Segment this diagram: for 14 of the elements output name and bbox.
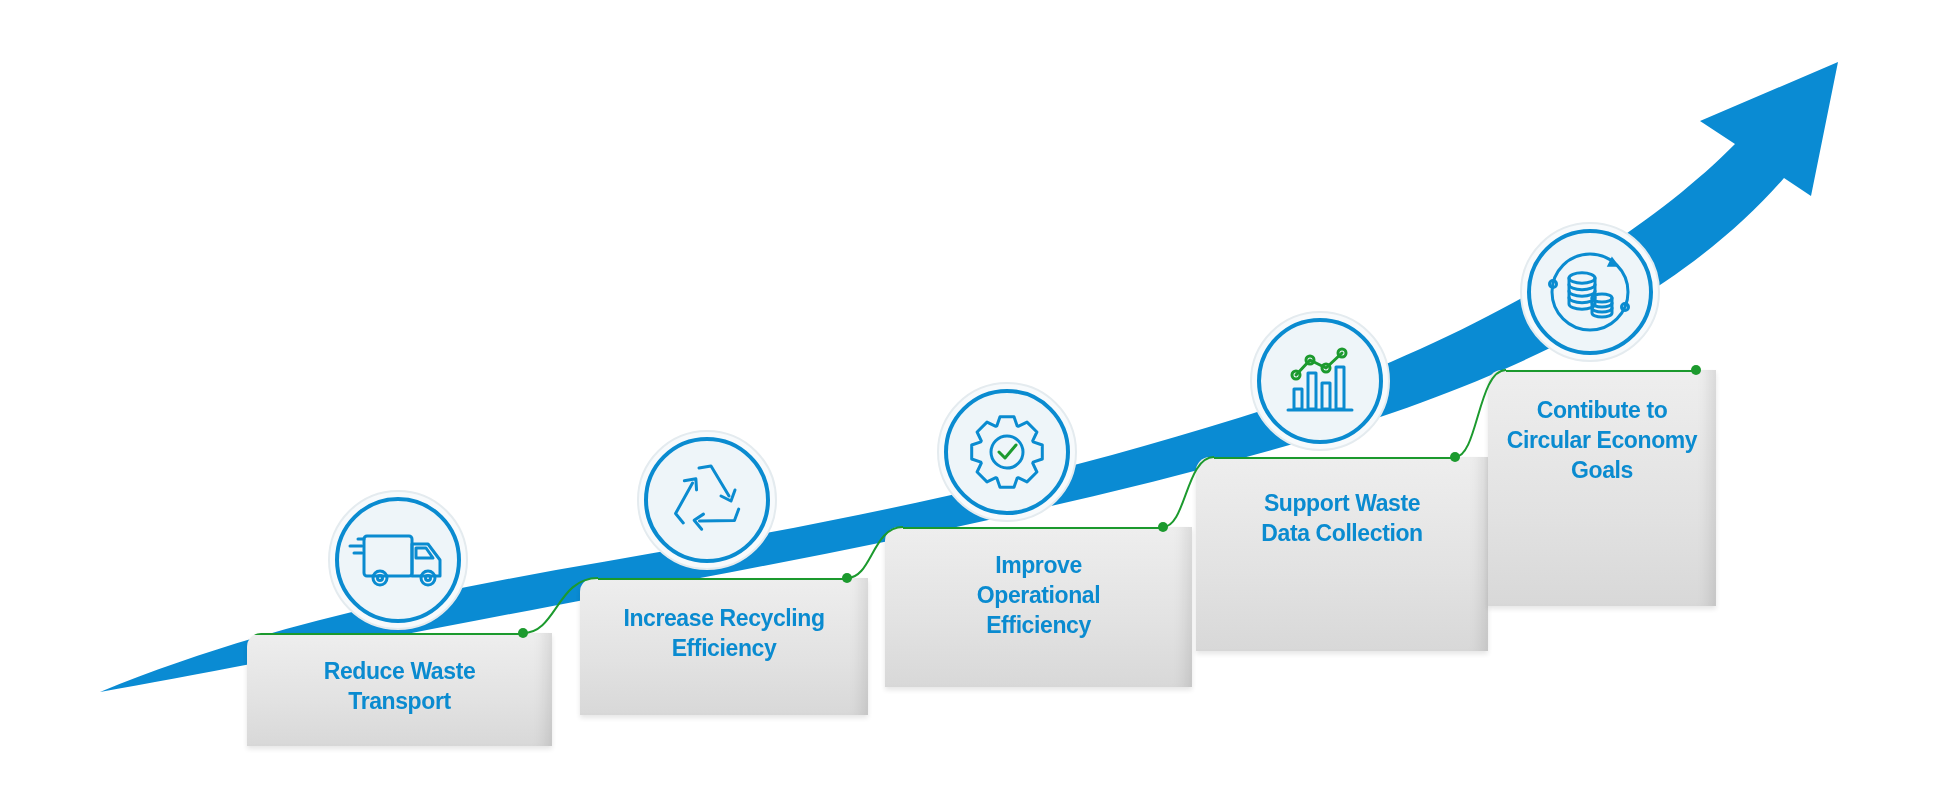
connector-line <box>518 577 599 638</box>
step-block <box>247 633 552 746</box>
step-block <box>1196 457 1488 651</box>
step-label: Increase Recycling Efficiency <box>622 604 826 663</box>
step-label: Improve Operational Efficiency <box>975 551 1102 640</box>
step-block <box>1488 370 1716 606</box>
step-label: Support Waste Data Collection <box>1260 489 1424 548</box>
connector-line <box>1158 456 1215 532</box>
step-label: Reduce Waste Transport <box>322 657 477 716</box>
step-block <box>580 578 868 715</box>
step-label: Contibute to Circular Economy Goals <box>1505 396 1699 485</box>
connector-line <box>1450 369 1507 462</box>
connector-line <box>842 526 904 583</box>
step-block <box>885 527 1192 687</box>
